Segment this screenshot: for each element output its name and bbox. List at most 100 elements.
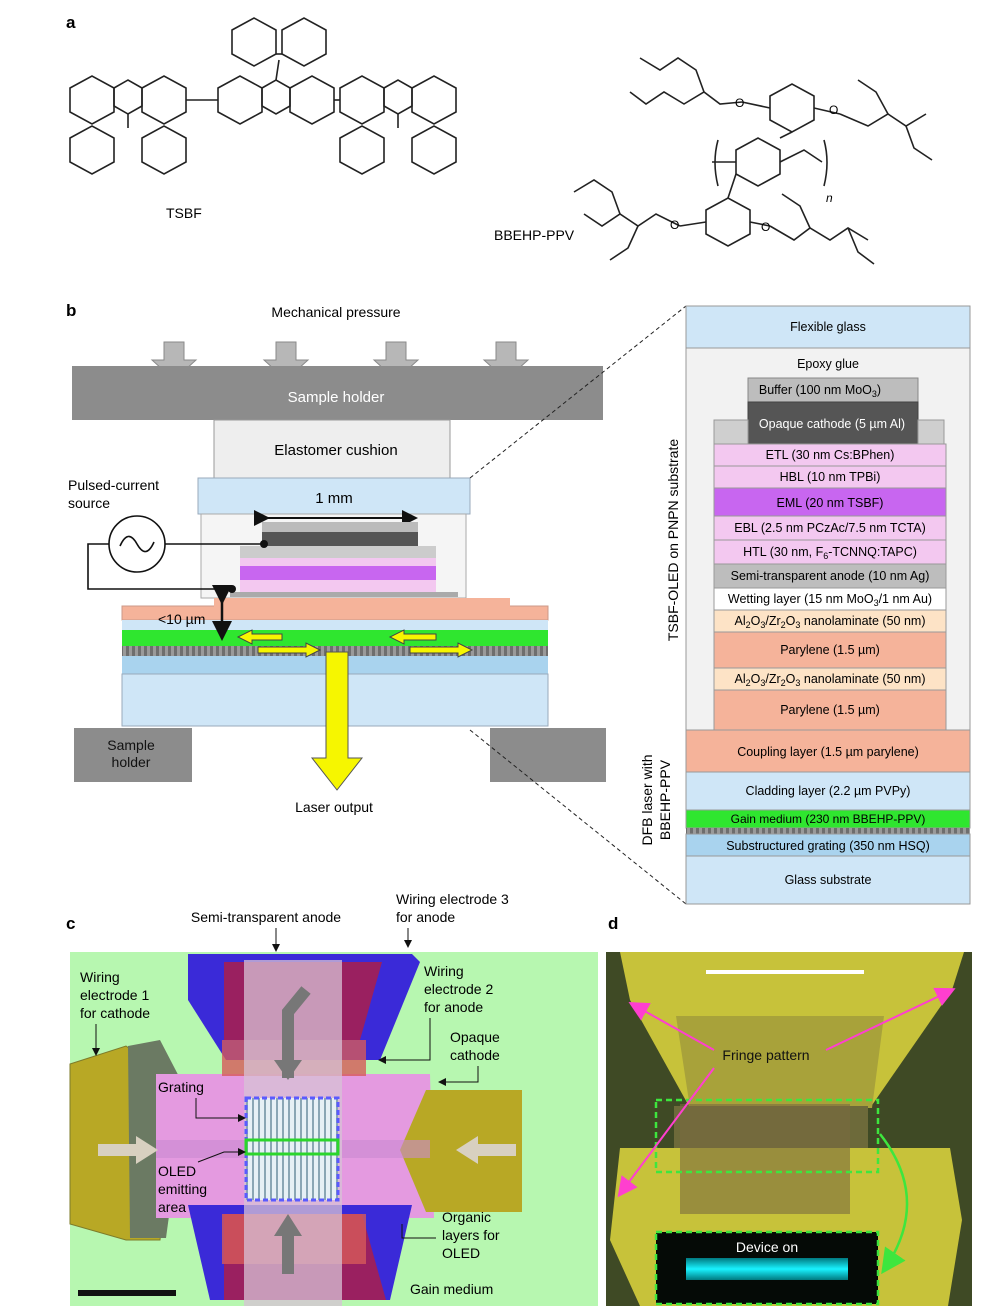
cathode-arrow-left [98, 1136, 158, 1164]
cathode-arrow-right [456, 1136, 516, 1164]
wiring2-label-1: Wiring [424, 963, 464, 979]
sample-holder-right [490, 728, 606, 782]
sample-holder-left [74, 728, 192, 782]
wiring1-label-1: Wiring [80, 969, 120, 985]
grating-b [122, 646, 548, 656]
grating-pointer [195, 1098, 246, 1122]
o-bottom-right: O [761, 220, 770, 234]
laser-output-arrow [310, 651, 364, 791]
tsbf-label: TSBF [166, 205, 202, 221]
stack-buffer: Buffer (100 nm MoO3) [759, 383, 881, 399]
sample-holder-top-label: Sample holder [288, 389, 385, 406]
panel-label-d: d [608, 914, 618, 933]
arrow-shaft-up [282, 1236, 294, 1274]
stack-gain: Gain medium (230 nm BBEHP-PPV) [731, 812, 926, 826]
eml-b [240, 566, 436, 580]
stack-anode: Semi-transparent anode (10 nm Ag) [731, 569, 930, 583]
oled-label-3: area [158, 1199, 186, 1215]
wiring2-label-3: for anode [424, 999, 483, 1015]
fringe-pointer-3 [617, 1067, 715, 1198]
stack-opaque-cathode: Opaque cathode (5 µm Al) [759, 417, 905, 431]
cladding-b [122, 620, 548, 630]
wiring2-pointer [378, 1018, 431, 1064]
panel-label-c: c [66, 914, 75, 933]
stack-parylene-2: Parylene (1.5 µm) [780, 703, 880, 717]
stack-ebl: EBL (2.5 nm PCzAc/7.5 nm TCTA) [734, 521, 926, 535]
width-label: 1 mm [315, 490, 353, 507]
stack-etl: ETL (30 nm Cs:BPhen) [766, 448, 895, 462]
oled-label-1: OLED [158, 1163, 196, 1179]
tsbf-structure [69, 17, 457, 175]
anode-bent-arrow [282, 986, 311, 1078]
bbehp-ppv-structure [573, 57, 933, 265]
opaque-cathode-pointer [438, 1066, 479, 1086]
mechanical-pressure-label: Mechanical pressure [271, 304, 400, 320]
grating-region [244, 1096, 340, 1202]
stack-wetting: Wetting layer (15 nm MoO3/1 nm Au) [728, 592, 932, 608]
stack-epoxy: Epoxy glue [797, 357, 859, 371]
gain-medium-label: Gain medium [410, 1281, 493, 1297]
fringe-pointer-2 [825, 987, 956, 1051]
sample-holder-left-l2: holder [112, 754, 151, 770]
anode-b [230, 592, 458, 597]
o-bottom-left: O [670, 218, 679, 232]
zoom-line-bottom [469, 729, 687, 905]
wiring1-label-3: for cathode [80, 1005, 150, 1021]
side-label-oled: TSBF-OLED on PNPN substrate [665, 439, 681, 642]
arrow-head-down [274, 1060, 302, 1080]
fringe-pattern-label: Fringe pattern [722, 1047, 809, 1063]
stack-nanolaminate-2: Al2O3/Zr2O3 nanolaminate (50 nm) [734, 672, 925, 688]
arrow-head-up [274, 1214, 302, 1236]
organic-label-2: layers for [442, 1227, 500, 1243]
semi-anode-label: Semi-transparent anode [191, 909, 341, 925]
organic-label-3: OLED [442, 1245, 480, 1261]
bbehp-ppv-label: BBEHP-PPV [494, 227, 575, 243]
zoom-arrow-d [879, 1133, 909, 1275]
oled-label-2: emitting [158, 1181, 207, 1197]
layer-stack: Flexible glass Epoxy glue Buffer (100 nm… [685, 305, 971, 905]
o-top-left: O [735, 96, 744, 110]
emission-stripe [686, 1258, 848, 1280]
scale-bar-c [78, 1290, 176, 1296]
stack-nanolaminate-1: Al2O3/Zr2O3 nanolaminate (50 nm) [734, 614, 925, 630]
fringe-pointer-1 [628, 1002, 715, 1051]
sample-holder-top [72, 366, 603, 420]
gain-medium-b [122, 630, 548, 646]
coupling-step-b [214, 598, 510, 608]
organic-label-1: Organic [442, 1209, 491, 1225]
region-of-interest [654, 1098, 880, 1174]
anode-contact [228, 585, 236, 593]
cathode-contact [260, 540, 268, 548]
side-label-dfb-1: DFB laser with [639, 754, 655, 845]
micrograph-upper-inner [676, 1016, 884, 1108]
panel-label-a: a [66, 13, 76, 32]
repeat-subscript: n [826, 191, 833, 205]
cathode-spacer-b [240, 546, 436, 558]
stack-htl: HTL (30 nm, F6-TCNNQ:TAPC) [743, 545, 917, 561]
organic-pointer [401, 1224, 436, 1239]
stack-glass: Glass substrate [785, 873, 872, 887]
wiring1-label-2: electrode 1 [80, 987, 149, 1003]
stack-cladding: Cladding layer (2.2 µm PVPy) [746, 784, 911, 798]
wiring3-label-1: Wiring electrode 3 [396, 891, 509, 907]
opaque-cathode-label-1: Opaque [450, 1029, 500, 1045]
oled-pointer [197, 1148, 246, 1163]
pulsed-source-line1: Pulsed-current [68, 477, 159, 493]
buffer-layer-b [262, 522, 418, 532]
stack-flexible-glass: Flexible glass [790, 320, 866, 334]
wire-to-anode [87, 543, 232, 590]
wiring2-label-2: electrode 2 [424, 981, 493, 997]
sine-icon [119, 535, 155, 553]
stack-coupling: Coupling layer (1.5 µm parylene) [737, 745, 919, 759]
elastomer-cushion [213, 419, 451, 479]
laser-output-label: Laser output [295, 799, 373, 815]
stack-parylene-1: Parylene (1.5 µm) [780, 643, 880, 657]
device-on-label: Device on [736, 1239, 798, 1255]
opaque-cathode-label-2: cathode [450, 1047, 500, 1063]
waveguide-left [156, 1140, 246, 1158]
stack-hbl: HBL (10 nm TPBi) [780, 470, 881, 484]
htl-b [240, 580, 436, 592]
panel-label-b: b [66, 301, 76, 320]
light-arrows [236, 629, 474, 658]
elastomer-cushion-label: Elastomer cushion [274, 442, 397, 459]
